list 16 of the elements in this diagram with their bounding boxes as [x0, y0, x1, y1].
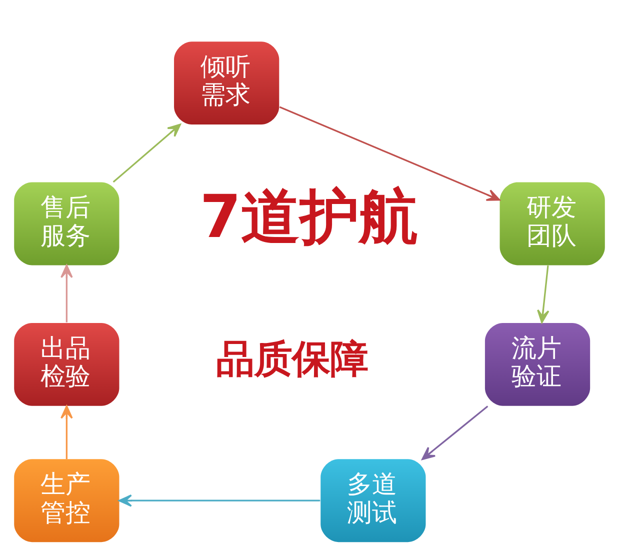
- arrow: [279, 106, 500, 200]
- arrow: [112, 123, 181, 182]
- node-box: 生产管控: [14, 458, 120, 542]
- arrow: [537, 264, 550, 323]
- node-box: 研发团队: [500, 182, 605, 265]
- node-box: 流片验证: [484, 322, 590, 406]
- node-box: 售后服务: [14, 182, 120, 265]
- arrow: [60, 404, 73, 459]
- node-box: 出品检验: [14, 322, 120, 406]
- node-box: 多道测试: [320, 458, 426, 542]
- label: 品质保障: [216, 336, 368, 382]
- arrow: [422, 405, 488, 460]
- label: 7道护航: [200, 182, 418, 251]
- arrow: [118, 494, 320, 506]
- node-box: 倾听需求: [174, 41, 280, 124]
- arrow: [60, 264, 73, 322]
